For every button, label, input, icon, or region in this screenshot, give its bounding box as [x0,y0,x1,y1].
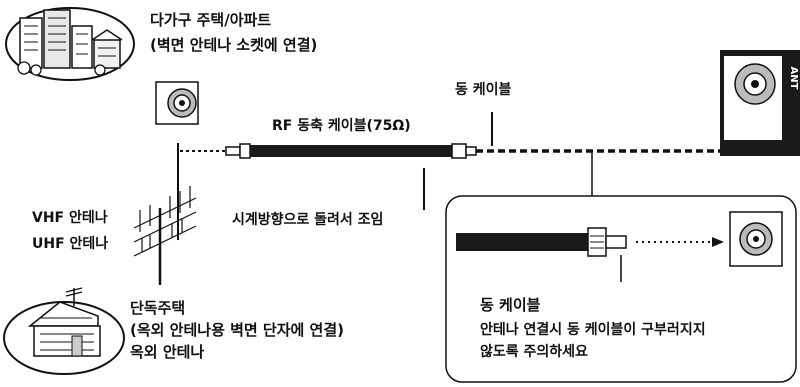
house-title: 단독주택 [130,299,186,317]
tighten-label: 시계방향으로 돌려서 조임 [232,212,384,228]
apartment-title: 다가구 주택/아파트 [150,11,272,29]
ant-port-label: ANT [788,67,799,90]
detail-note-line2: 않도록 주의하세요 [480,344,588,360]
cable-top-label: 동 케이블 [455,82,512,98]
apartment-subtitle: (벽면 안테나 소켓에 연결) [150,36,318,54]
vhf-label: VHF 안테나 [32,210,108,226]
detail-cable-label: 동 케이블 [480,296,541,314]
vhf-uhf-antenna [133,186,197,285]
rf-coaxial-cable [225,143,477,159]
detail-wall-socket [729,211,783,267]
detail-note-line1: 안테나 연결시 동 케이블이 구부러지지 [480,322,706,338]
house-subtitle: (옥외 안테나용 벽면 단자에 연결) [130,321,345,339]
house-antenna-label: 옥외 안테나 [130,343,205,361]
arrow-right-icon [712,237,724,247]
rf-cable-label: RF 동축 케이블(75Ω) [272,118,411,134]
detail-cable [456,227,627,257]
apartment-illustration [5,7,135,81]
uhf-label: UHF 안테나 [32,236,109,252]
wall-antenna-socket [155,81,199,125]
house-illustration [3,287,125,375]
tv-rear-panel [720,50,800,156]
dashed-cable-to-tv [476,126,760,153]
